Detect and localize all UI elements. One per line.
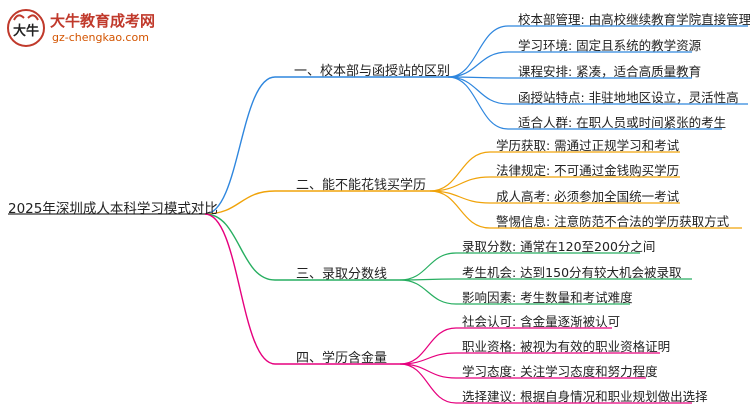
branch-2-label: 二、能不能花钱买学历	[296, 178, 427, 193]
leaf-4-3-connector	[399, 363, 646, 379]
leaf-1-5: 适合人群: 在职人员或时间紧张的考生	[518, 115, 727, 130]
leaf-2-2-connector	[429, 176, 680, 192]
branch-1-label: 一、校本部与函授站的区别	[294, 64, 451, 79]
bull-logo-icon: 大牛	[7, 9, 45, 47]
leaf-4-3: 学习态度: 关注学习态度和努力程度	[462, 364, 658, 379]
leaf-1-3: 课程安排: 紧凑，适合高质量教育	[518, 64, 702, 79]
leaf-1-3-connector	[447, 76, 692, 79]
leaf-2-4-connector	[429, 190, 742, 229]
leaf-4-4: 选择建议: 根据自身情况和职业规划做出选择	[462, 389, 708, 404]
leaf-3-1: 录取分数: 通常在120至200分之间	[462, 239, 656, 254]
branch-3-label: 三、录取分数线	[296, 267, 388, 282]
leaf-4-2: 职业资格: 被视为有效的职业资格证明	[462, 339, 671, 354]
leaf-2-3: 成人高考: 必须参加全国统一考试	[496, 189, 680, 204]
leaf-3-2-connector	[399, 278, 692, 281]
leaf-1-5-connector	[447, 76, 722, 130]
leaf-3-3-connector	[399, 279, 630, 305]
leaf-1-1: 校本部管理: 由高校继续教育学院直接管理	[518, 12, 750, 27]
logo-url: gz-chengkao.com	[52, 31, 149, 44]
leaf-2-1: 学历获取: 需通过正规学习和考试	[496, 138, 680, 153]
leaf-1-4: 函授站特点: 非驻地地区设立，灵活性高	[518, 90, 739, 105]
leaf-4-2-connector	[399, 352, 660, 365]
leaf-2-3-connector	[429, 190, 680, 204]
branch-2-curve	[204, 190, 276, 215]
leaf-2-1-connector	[429, 151, 680, 192]
leaf-4-1-connector	[399, 327, 612, 365]
branch-4-connectors	[204, 213, 692, 404]
leaf-4-4-connector	[399, 363, 692, 404]
logo-mark-text: 大牛	[13, 23, 39, 39]
leaf-3-3: 影响因素: 考生数量和考试难度	[462, 290, 633, 305]
branch-1-curve	[204, 76, 276, 215]
leaf-3-2: 考生机会: 达到150分有较大机会被录取	[462, 265, 682, 280]
leaf-3-1-connector	[399, 252, 640, 281]
leaf-4-1: 社会认可: 含金量逐渐被认可	[462, 314, 621, 329]
branch-3-curve	[204, 213, 276, 281]
branch-4-label: 四、学历含金量	[296, 351, 388, 366]
leaf-2-4: 警惕信息: 注意防范不合法的学历获取方式	[496, 214, 730, 229]
leaf-2-2: 法律规定: 不可通过金钱购买学历	[496, 163, 680, 178]
root-topic: 2025年深圳成人本科学习模式对比	[8, 201, 218, 217]
leaf-1-2: 学习环境: 固定且系统的教学资源	[518, 38, 702, 53]
leaf-1-4-connector	[447, 76, 748, 105]
leaf-1-1-connector	[447, 25, 748, 78]
branch-1-connectors	[204, 25, 748, 215]
branch-2-connectors	[204, 151, 742, 229]
logo-title: 大牛教育成考网	[50, 12, 156, 30]
site-logo[interactable]: 大牛 大牛教育成考网 gz-chengkao.com	[6, 8, 166, 48]
leaf-1-2-connector	[447, 51, 692, 78]
branch-4-curve	[204, 213, 276, 365]
branch-3-connectors	[204, 213, 692, 305]
